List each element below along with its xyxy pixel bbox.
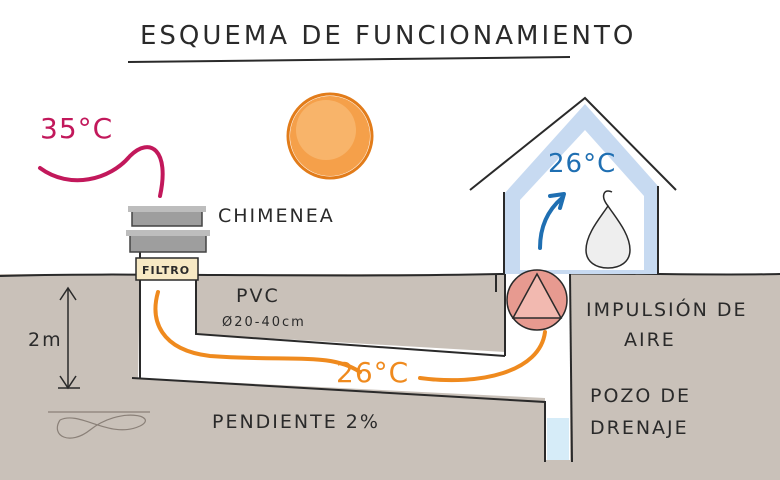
title-underline (127, 56, 571, 63)
drain-label-line1: POZO DE (590, 385, 691, 407)
up-arrow-icon (538, 192, 566, 250)
drain-label-line2: DRENAJE (590, 417, 689, 439)
depth-label: 2m (28, 329, 63, 351)
fan-triangle-icon (506, 269, 568, 331)
water-drop-icon (585, 190, 631, 269)
hot-air-curve (38, 145, 165, 198)
air-flow-line (153, 290, 547, 383)
filter-label: FILTRO (142, 264, 190, 277)
sun-icon (286, 92, 374, 180)
impulsion-label-line1: IMPULSIÓN DE (586, 297, 747, 321)
slope-label: PENDIENTE 2% (212, 411, 380, 433)
chimney: FILTRO (126, 206, 210, 281)
pvc-label: PVC (236, 285, 280, 307)
chimney-label: CHIMENEA (218, 205, 335, 227)
diagram-title: ESQUEMA DE FUNCIONAMIENTO (140, 21, 636, 51)
pvc-diameter-label: Ø20-40cm (222, 315, 306, 330)
house (469, 96, 677, 274)
impulsion-label-line2: AIRE (624, 329, 676, 351)
pipe-temp-label: 26°C (336, 356, 409, 389)
outside-temp-label: 35°C (40, 112, 113, 145)
ground-scribble (48, 411, 150, 439)
depth-indicator (58, 286, 80, 390)
drain-water (547, 418, 569, 460)
inside-temp-label: 26°C (548, 149, 616, 179)
